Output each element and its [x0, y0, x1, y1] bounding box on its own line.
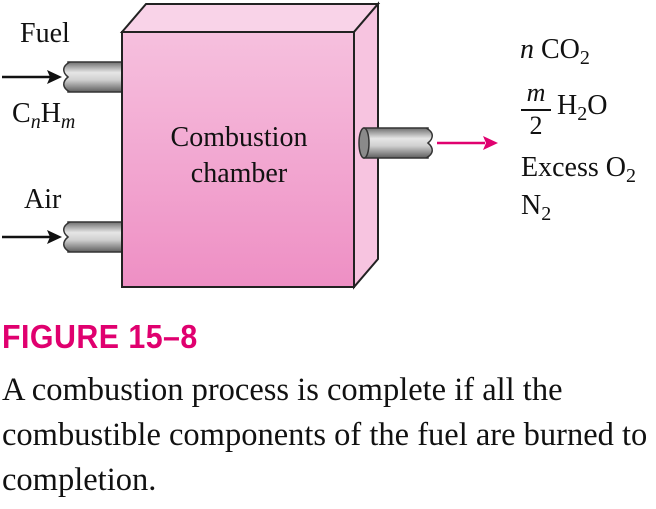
product-h2o: H2O [557, 90, 608, 125]
chamber-top-face [119, 3, 381, 33]
product-excess-o2: Excess O2 [521, 152, 636, 187]
air-pipe [63, 221, 125, 253]
h2o-coefficient-fraction: m 2 [521, 80, 551, 139]
exhaust-pipe [358, 127, 433, 159]
figure-number: FIGURE 15–8 [2, 318, 198, 355]
figure-caption: A combustion process is complete if all … [2, 372, 648, 498]
product-n2: N2 [521, 190, 552, 225]
combustion-chamber-box [119, 1, 381, 290]
chamber-front-face [121, 31, 355, 288]
fuel-label: Fuel [20, 18, 70, 49]
fuel-formula: CnHm [12, 98, 76, 133]
fuel-pipe [63, 61, 125, 93]
chamber-label: Combustion chamber [170, 122, 308, 189]
fuel-input-arrow [2, 70, 62, 84]
combustion-diagram [2, 1, 498, 290]
products-output-arrow [437, 136, 498, 150]
product-co2: n CO2 [520, 34, 590, 69]
air-label: Air [24, 184, 62, 215]
air-input-arrow [2, 230, 62, 244]
